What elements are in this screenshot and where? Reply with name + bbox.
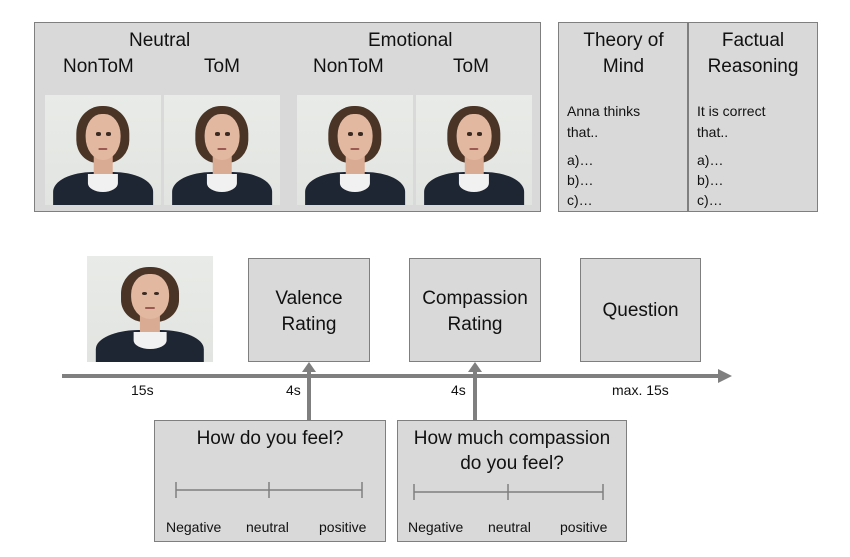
fact-option-b: b)…	[697, 172, 724, 188]
compassion-prompt-line2: do you feel?	[460, 453, 564, 474]
tom-option-c: c)…	[567, 192, 593, 208]
valence-prompt: How do you feel?	[196, 428, 344, 449]
valence-positive-label: positive	[319, 519, 367, 535]
emotional-tom-label: ToM	[453, 56, 489, 77]
valence-scale-box	[154, 420, 386, 542]
emotional-heading: Emotional	[368, 30, 453, 51]
tom-text-line2: that..	[567, 124, 599, 140]
tom-text-line1: Anna thinks	[567, 103, 641, 119]
duration-question: max. 15s	[612, 382, 669, 398]
emotional-nontom-label: NonToM	[313, 56, 384, 77]
compassion-scale-box	[397, 420, 627, 542]
valence-rating-box	[248, 258, 370, 362]
fact-option-a: a)…	[697, 152, 724, 168]
tom-option-a: a)…	[567, 152, 594, 168]
duration-video: 15s	[131, 382, 154, 398]
video-stimulus-photo	[87, 256, 213, 362]
fact-option-c: c)…	[697, 192, 723, 208]
tom-title-line1: Theory of	[583, 30, 664, 51]
compassion-neutral-label: neutral	[488, 519, 531, 535]
emotional-nontom-photo	[297, 95, 413, 205]
compassion-rating-line1: Compassion	[422, 288, 528, 309]
valence-rating-line1: Valence	[275, 288, 343, 309]
compassion-prompt-line1: How much compassion	[413, 428, 611, 449]
neutral-tom-label: ToM	[204, 56, 240, 77]
valence-neutral-label: neutral	[246, 519, 289, 535]
neutral-heading: Neutral	[129, 30, 191, 51]
fact-text-line1: It is correct	[697, 103, 766, 119]
compassion-negative-label: Negative	[408, 519, 464, 535]
neutral-tom-photo	[164, 95, 280, 205]
neutral-nontom-label: NonToM	[63, 56, 134, 77]
valence-rating-line2: Rating	[281, 314, 337, 335]
tom-title-line2: Mind	[602, 56, 645, 77]
neutral-nontom-photo	[45, 95, 161, 205]
valence-negative-label: Negative	[166, 519, 222, 535]
timeline-arrowhead	[718, 369, 732, 383]
compassion-rating-line2: Rating	[447, 314, 503, 335]
fact-title-line2: Reasoning	[707, 56, 799, 77]
question-label: Question	[602, 300, 679, 321]
question-box	[580, 258, 701, 362]
compassion-positive-label: positive	[560, 519, 608, 535]
duration-valence: 4s	[286, 382, 301, 398]
fact-title-line1: Factual	[721, 30, 785, 51]
fact-text-line2: that..	[697, 124, 729, 140]
compassion-rating-box	[409, 258, 541, 362]
duration-compassion: 4s	[451, 382, 466, 398]
question-panel-divider	[687, 22, 689, 212]
valence-connector-arrowhead	[302, 362, 316, 372]
compassion-connector-arrowhead	[468, 362, 482, 372]
emotional-tom-photo	[416, 95, 532, 205]
tom-option-b: b)…	[567, 172, 594, 188]
